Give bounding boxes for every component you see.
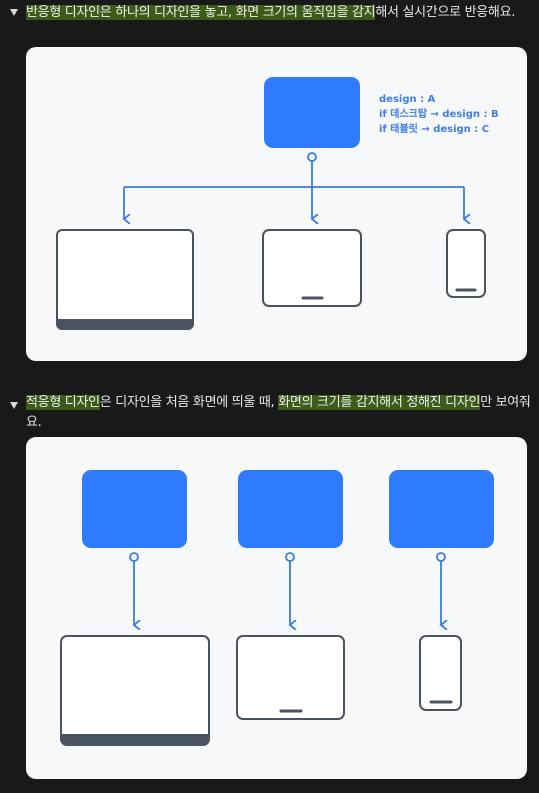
design-a-label: design : A	[379, 94, 436, 105]
phone-device-icon	[419, 635, 462, 711]
toggle-triangle-icon[interactable]	[10, 402, 18, 409]
responsive-diagram: design : A if 데스크탑 → design : B if 태블릿 →…	[56, 77, 499, 330]
tablet-design-label: if 태블릿 → design : C	[379, 122, 489, 135]
highlighted-text: 반응형 디자인은 하나의 디자인을 놓고, 화면 크기의 움직임을 감지	[26, 5, 376, 20]
tablet-device-icon	[262, 229, 362, 307]
plain-text: 만 보여줘요.	[26, 395, 531, 430]
highlighted-text: 적응형 디자인	[26, 395, 100, 410]
highlighted-text: 화면의 크기를 감지해서 정해진 디자인	[278, 395, 481, 410]
adaptive-description: 적응형 디자인은 디자인을 처음 화면에 띄울 때, 화면의 크기를 감지해서 …	[26, 393, 531, 433]
laptop-device-icon	[60, 635, 210, 746]
plain-text: 해서 실시간으로 반응해요.	[375, 5, 516, 20]
desktop-design-box	[82, 470, 187, 548]
adaptive-diagram	[60, 470, 494, 746]
master-design-box	[264, 77, 360, 148]
laptop-device-icon	[56, 229, 194, 330]
adaptive-diagram-card	[26, 437, 527, 779]
desktop-design-label: if 데스크탑 → design : B	[379, 107, 499, 120]
responsive-description: 반응형 디자인은 하나의 디자인을 놓고, 화면 크기의 움직임을 감지해서 실…	[26, 3, 531, 23]
connector-arrows	[129, 552, 445, 625]
connector-tree	[124, 152, 464, 219]
tablet-device-icon	[236, 635, 345, 720]
phone-design-box	[389, 470, 494, 548]
toggle-triangle-icon[interactable]	[10, 9, 18, 16]
plain-text: 은 디자인을 처음 화면에 띄울 때,	[99, 395, 279, 410]
phone-device-icon	[446, 229, 486, 298]
tablet-design-box	[238, 470, 343, 548]
responsive-diagram-card: design : A if 데스크탑 → design : B if 태블릿 →…	[26, 47, 527, 361]
